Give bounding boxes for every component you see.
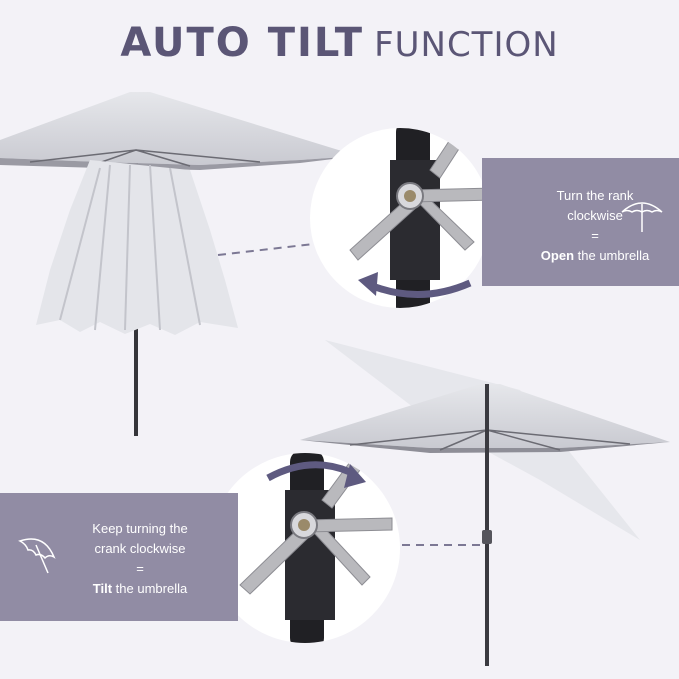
tilt-step-line2: crank clockwise xyxy=(94,541,186,556)
open-step-rest: the umbrella xyxy=(574,248,650,263)
half-open-umbrella xyxy=(0,92,358,436)
tilt-step-text: Keep turning the crank clockwise = Tilt … xyxy=(70,519,210,599)
open-umbrella-icon xyxy=(621,202,663,232)
open-step-equals: = xyxy=(591,228,599,243)
title-bold: AUTO TILT xyxy=(120,20,365,66)
crank-closeup-top xyxy=(310,128,490,308)
tilted-umbrella xyxy=(300,340,670,666)
tilt-step-panel: Keep turning the crank clockwise = Tilt … xyxy=(0,493,238,621)
tilt-step-equals: = xyxy=(136,561,144,576)
crank-closeup-bottom xyxy=(210,453,400,643)
open-step-result: Open the umbrella xyxy=(520,246,670,266)
open-step-panel: Turn the rank clockwise = Open the umbre… xyxy=(482,158,679,286)
tilt-step-emphasis: Tilt xyxy=(92,581,113,596)
tilt-step-result: Tilt the umbrella xyxy=(70,579,210,599)
title-light: FUNCTION xyxy=(374,25,559,65)
tilt-step-line1: Keep turning the xyxy=(92,521,188,536)
open-step-line2: clockwise xyxy=(567,208,623,223)
open-step-emphasis: Open xyxy=(540,248,575,263)
tilt-step-rest: the umbrella xyxy=(112,581,188,596)
open-step-line1: Turn the rank xyxy=(556,188,634,203)
tilted-umbrella-icon xyxy=(18,538,56,574)
open-step-text: Turn the rank clockwise = Open the umbre… xyxy=(520,186,670,266)
